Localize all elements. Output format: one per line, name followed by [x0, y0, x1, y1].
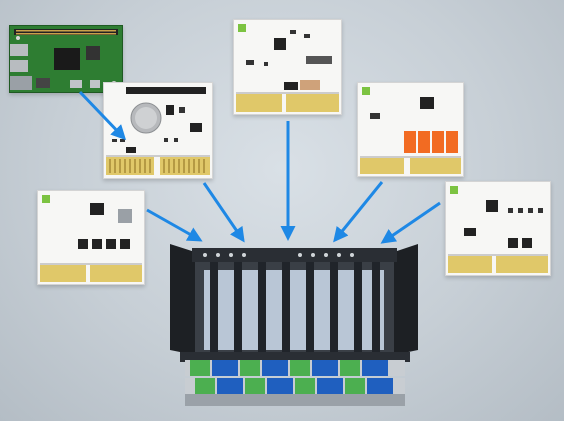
arrow-io-right — [380, 201, 441, 244]
rtc-module-board — [103, 82, 213, 179]
digital-io-board-left — [37, 190, 145, 285]
relay-module-board — [357, 82, 464, 177]
arrow-relay — [333, 181, 384, 243]
arrow-io-left — [146, 208, 203, 242]
arrow-rtc — [202, 182, 245, 243]
arrow-pi — [78, 90, 127, 141]
controller-board-top — [233, 19, 342, 115]
raspberry-pi-board — [9, 25, 123, 93]
digital-io-board-right — [445, 181, 551, 276]
